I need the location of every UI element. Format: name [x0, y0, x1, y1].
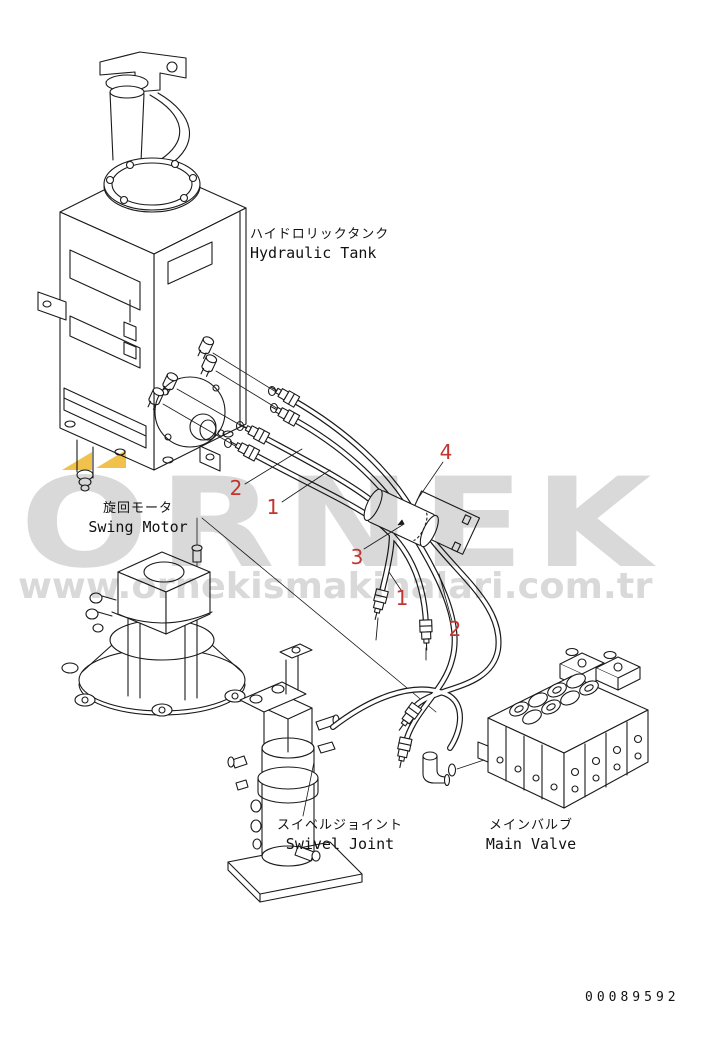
callout-leader-lines — [244, 448, 453, 622]
main-valve-label-en: Main Valve — [485, 834, 577, 853]
swivel-joint-label-ja: スイベルジョイント — [276, 818, 404, 833]
part-callout: 3 — [350, 545, 364, 569]
swing-motor-label: 旋回モータ Swing Motor — [88, 501, 187, 537]
hose-clamp-drawing — [363, 488, 481, 555]
main-valve-label: メインバルブ Main Valve — [486, 818, 576, 854]
part-callout: 1 — [395, 586, 409, 610]
document-number: 00089592 — [585, 990, 680, 1005]
swing-motor-drawing — [61, 544, 246, 717]
part-callout: 4 — [439, 440, 453, 464]
swivel-joint-label: スイベルジョイント Swivel Joint — [277, 818, 403, 854]
part-callout: 1 — [266, 495, 280, 519]
hydraulic-tank-label: ハイドロリックタンク Hydraulic Tank — [250, 227, 389, 263]
main-valve-drawing — [477, 647, 649, 809]
swing-motor-label-en: Swing Motor — [88, 517, 188, 536]
hose-fittings — [226, 381, 434, 770]
swivel-joint-label-en: Swivel Joint — [285, 834, 395, 853]
hydraulic-tank-label-en: Hydraulic Tank — [250, 243, 377, 262]
part-callout: 2 — [448, 617, 462, 641]
main-valve-label-ja: メインバルブ — [488, 818, 573, 833]
hydraulic-tank-label-ja: ハイドロリックタンク — [250, 227, 390, 242]
elbow-fitting-drawing — [422, 751, 451, 787]
hydraulic-hoses — [250, 397, 502, 751]
swing-motor-label-ja: 旋回モータ — [102, 501, 173, 516]
part-callout: 2 — [229, 476, 243, 500]
hydraulic-tank-drawing — [37, 51, 247, 492]
swivel-joint-drawing — [227, 643, 363, 903]
